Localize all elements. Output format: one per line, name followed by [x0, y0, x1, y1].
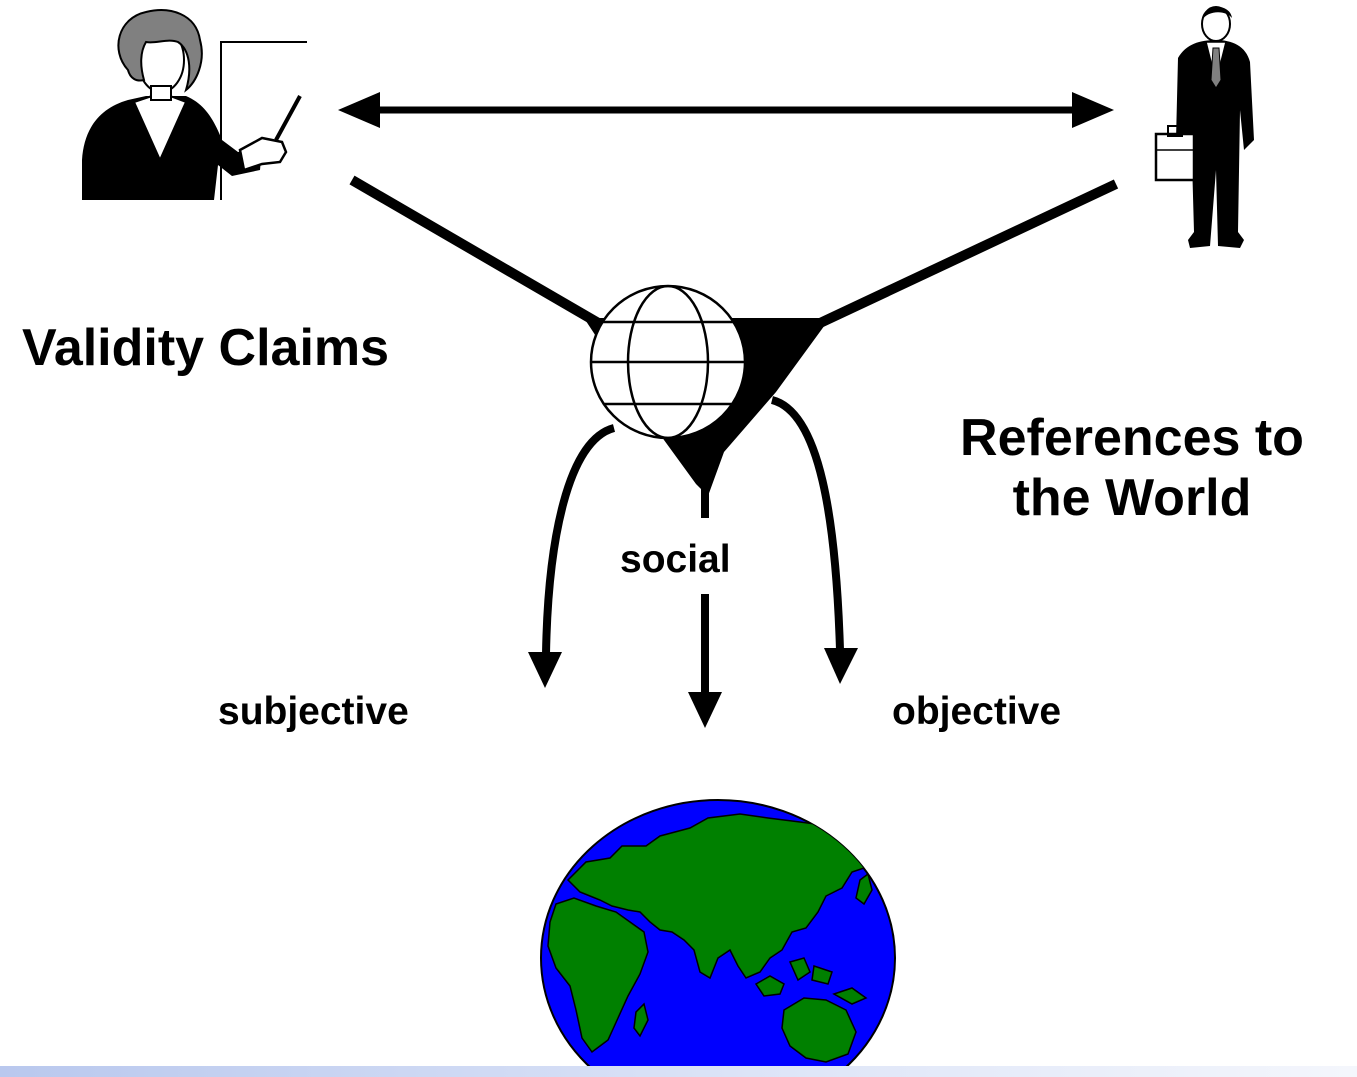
social-arrow: [688, 482, 722, 728]
objective-arrow: [770, 396, 858, 684]
teacher-figure-icon: [82, 9, 307, 200]
subjective-label: subjective: [218, 690, 409, 733]
businessman-figure-icon: [1154, 6, 1254, 248]
objective-label: objective: [892, 690, 1062, 733]
subjective-arrow: [528, 424, 616, 688]
wireframe-globe-icon: [589, 284, 747, 440]
references-line-1: References to: [960, 409, 1304, 467]
references-to-the-world-label: References to the World: [922, 408, 1342, 528]
social-label: social: [620, 538, 731, 581]
communication-arrow: [338, 92, 1114, 128]
earth-globe-icon: [540, 799, 896, 1077]
footer-bar: [0, 1066, 1357, 1077]
validity-claims-label: Validity Claims: [22, 319, 390, 377]
references-line-2: the World: [1012, 469, 1252, 527]
